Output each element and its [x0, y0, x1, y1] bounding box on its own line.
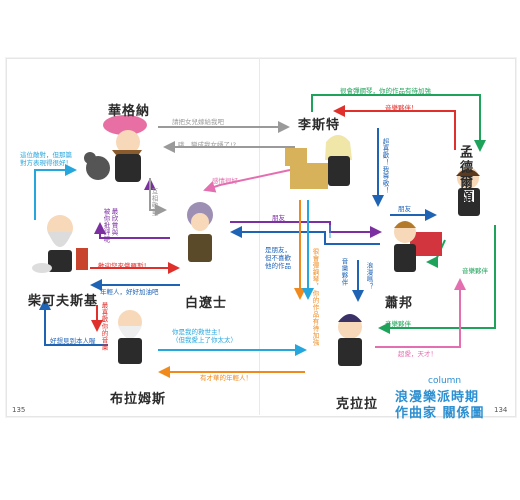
name-brahms: 布拉姆斯: [110, 392, 167, 407]
label-rival-note: 這位敵對，但那篇 對方表現得很好！: [20, 151, 72, 167]
label-wagner-liszt: 請把女兒嫁給我吧: [172, 118, 224, 126]
label-good-relation: 感情很好: [212, 177, 238, 185]
label-savior: 你是我的救世主！ （但我愛上了你太太）: [172, 328, 237, 344]
label-liszt-chopin: 超喜歡！我尊敬！: [381, 138, 389, 194]
tchaikovsky-figure: [32, 215, 88, 273]
arrow-clara-mendelssohn-pink: [375, 278, 466, 348]
label-liszt-mendelssohn: 很會彈鋼琴，你的作品有待加強: [340, 87, 431, 95]
arrow-wagner-berlioz-gray: [149, 178, 167, 216]
name-clara: 克拉拉: [336, 397, 379, 412]
arrow-brahms-tchaikovsky-blue: [39, 298, 108, 346]
page-gutter: [259, 58, 260, 415]
label-young-man: 年輕人，好好加油吧: [100, 288, 159, 296]
name-liszt: 李斯特: [298, 118, 341, 133]
label-want-to-meet: 好想見到本人喔: [50, 337, 96, 345]
label-super-love: 超愛，天才！: [398, 350, 437, 358]
label-chopin-schumann: 音樂夥伴: [340, 258, 348, 286]
label-mendelssohn-liszt: 音樂夥伴！: [385, 104, 418, 112]
column-label: column: [428, 376, 462, 386]
arrow-tchaikovsky-wagner-cyan: [34, 164, 77, 220]
label-romantic: 浪漫嗎？: [365, 262, 373, 290]
label-friend-1: 朋友: [398, 205, 411, 213]
label-liszt-schumann: 很會彈鋼琴，你的作品有待加強: [311, 248, 319, 346]
name-berlioz: 白遼士: [185, 296, 228, 311]
wagner-figure: [84, 115, 147, 182]
arrow-liszt-mendelssohn-green: [311, 94, 486, 152]
label-friend-dislike: 是朋友， 但不喜歡 他的作品: [265, 246, 291, 270]
label-music-partner-2: 音樂夥伴: [385, 320, 411, 328]
liszt-figure: [285, 135, 352, 189]
mendelssohn-figure: [456, 167, 480, 216]
page-number-left: 135: [12, 406, 26, 414]
label-criticized: 最欣賞與 被你批評呢: [102, 208, 118, 243]
arrow-mendelssohn-clara: [378, 225, 496, 334]
schumann-figure: [338, 314, 362, 366]
arrow-chopin-berlioz-blue: [230, 226, 380, 245]
page-number-right: 134: [494, 406, 508, 414]
name-chopin: 蕭邦: [385, 296, 414, 311]
label-liszt-wagner: 哦，變成我女婿了!?: [178, 141, 237, 149]
label-welcome-russia: 歡迎您來俄羅斯！: [98, 262, 150, 270]
brahms-figure: [118, 310, 142, 364]
arrow-liszt-berlioz-pink: [203, 169, 291, 193]
arrow-berlioz-wagner-purple: [94, 222, 170, 239]
name-wagner: 華格納: [108, 104, 151, 119]
chopin-figure: [394, 221, 442, 272]
label-mutual-respect: 互相敬重: [150, 188, 158, 216]
berlioz-figure: [187, 202, 213, 262]
label-talented-youth: 有才華的年輕人！: [200, 374, 252, 382]
arrow-mendelssohn-liszt-red: [333, 105, 456, 150]
label-love-your-music: 最喜歡你的音樂: [100, 302, 108, 351]
name-mendelssohn: 孟德爾頌: [457, 145, 472, 205]
label-friend-2: 朋友: [272, 214, 285, 222]
column-title-line2: 作曲家 關係圖: [395, 406, 485, 421]
name-tchaikovsky: 柴可夫斯基: [28, 294, 99, 309]
label-music-partner-1: 音樂夥伴: [462, 267, 488, 275]
column-title-line1: 浪漫樂派時期: [395, 390, 480, 405]
arrow-berlioz-chopin-purple: [230, 221, 382, 238]
